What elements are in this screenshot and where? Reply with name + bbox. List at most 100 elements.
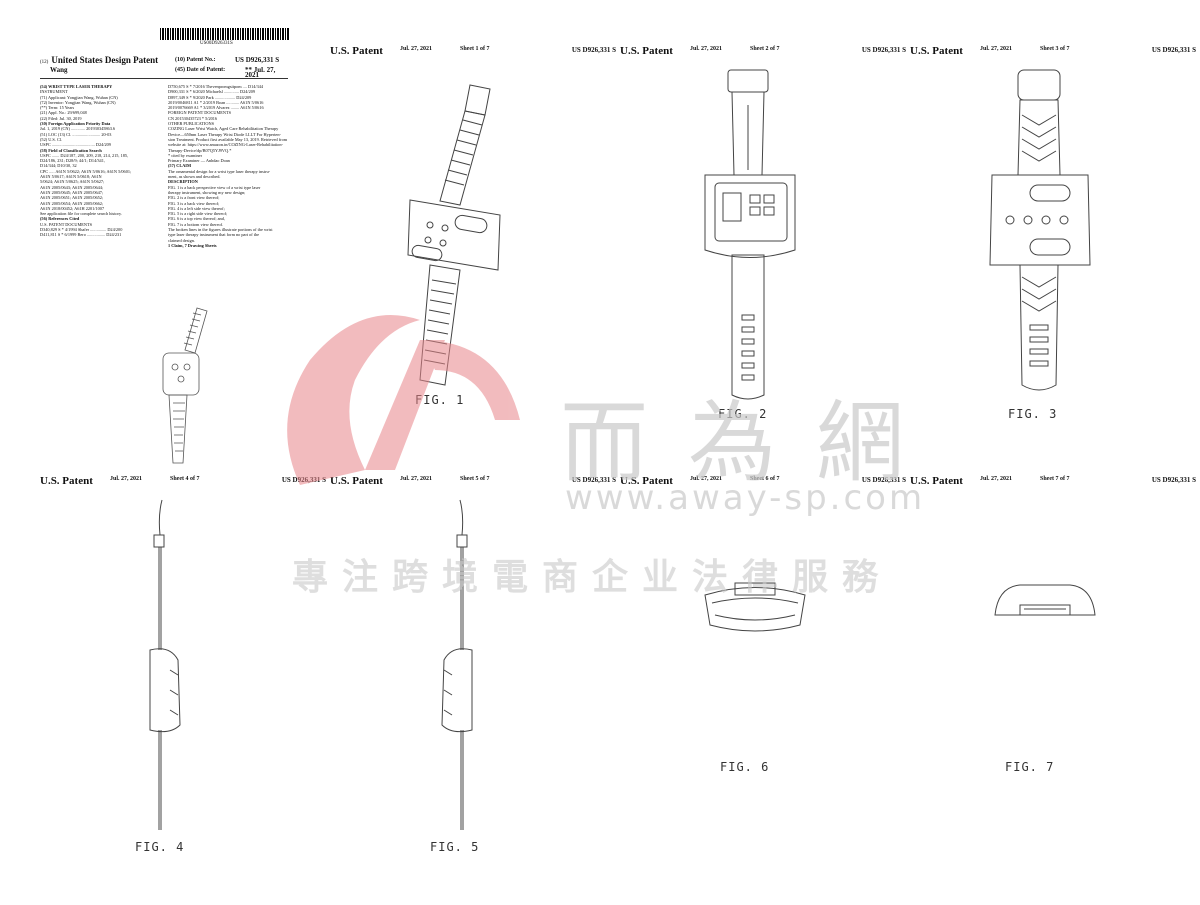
- header-patent-number: US D926,331 S: [1151, 46, 1196, 54]
- front-left-line: Jul. 1, 2019 (CN) ............. 20193034…: [40, 126, 116, 132]
- barcode-number: US00D926331S: [200, 41, 233, 46]
- sheet-6: U.S. Patent Jul. 27, 2021 Sheet 6 of 7 U…: [620, 475, 910, 905]
- sheet-2: U.S. Patent Jul. 27, 2021 Sheet 2 of 7 U…: [620, 45, 910, 475]
- header-date: Jul. 27, 2021: [400, 476, 433, 482]
- front-left-line: U.S. PATENT DOCUMENTS: [40, 221, 93, 227]
- front-left-line: A61N 2005/0651; A61N 2005/0652;: [40, 195, 104, 201]
- patent-label: U.S. Patent: [910, 45, 963, 57]
- sheet-4: U.S. Patent Jul. 27, 2021 Sheet 4 of 7 U…: [40, 475, 330, 905]
- header-date: Jul. 27, 2021: [690, 476, 723, 482]
- sheet-number: Sheet 3 of 7: [1040, 46, 1070, 52]
- front-right-line: 1 Claim, 7 Drawing Sheets: [168, 242, 217, 248]
- front-left-line: (58) Field of Classification Search: [40, 147, 102, 153]
- fig-label: FIG. 1: [415, 393, 465, 407]
- header-patent-number: US D926,331 S: [1151, 476, 1196, 484]
- front-left-line: INSTRUMENT: [40, 89, 68, 95]
- front-left-line: (56) References Cited: [40, 216, 80, 222]
- sheet-header: U.S. Patent Jul. 27, 2021 Sheet 3 of 7 U…: [910, 45, 1200, 61]
- front-right-line: The ornamental design for a wrist type l…: [168, 168, 271, 174]
- front-right-line: * cited by examiner: [168, 152, 203, 158]
- front-left-line: USPC ....... D24/187, 200, 209, 218, 214…: [40, 152, 129, 158]
- front-right-line: Therapy-Device/dp/B07Q5YJ9VQ.*: [168, 147, 232, 153]
- front-right-line: FIG. 1 is a back perspective view of a w…: [168, 184, 261, 190]
- header-date: Jul. 27, 2021: [980, 476, 1013, 482]
- front-right-line: COZING Laser Wrist Watch, Aged Care Reha…: [168, 126, 279, 132]
- front-right-line: ment, as shown and described.: [168, 174, 221, 180]
- front-right-line: FIG. 3 is a back view thereof;: [168, 200, 220, 206]
- sheet-1: U.S. Patent Jul. 27, 2021 Sheet 1 of 7 U…: [330, 45, 620, 475]
- fig-label: FIG. 4: [135, 840, 185, 854]
- front-right-line: website at: https://www.amazon.in/COZING…: [168, 142, 283, 148]
- front-page-drawing: [162, 307, 208, 464]
- front-right-column: D750,675 S * 7/2016 Thevenpromgsitpom ..…: [168, 84, 290, 248]
- fig4-left-side-drawing: [149, 499, 181, 830]
- sheet-header: U.S. Patent Jul. 27, 2021 Sheet 5 of 7 U…: [330, 475, 620, 491]
- front-page: US00D926331S (12)United States Design Pa…: [40, 28, 290, 464]
- front-right-line: Primary Examiner — Anhdao Doan: [168, 158, 230, 164]
- header-patent-number: US D926,331 S: [861, 46, 906, 54]
- patent-label: U.S. Patent: [620, 475, 673, 487]
- sheet-7: U.S. Patent Jul. 27, 2021 Sheet 7 of 7 U…: [910, 475, 1200, 905]
- front-right-line: 2019/0046811 A1 * 2/2019 Boan ..........…: [168, 99, 264, 105]
- title-line: United States Design Patent: [51, 55, 159, 65]
- header-patent-number: US D926,331 S: [571, 476, 616, 484]
- front-left-line: (22) Filed: Jul. 30, 2019: [40, 115, 82, 121]
- patent-no-label: (10) Patent No.:: [175, 57, 216, 63]
- front-right-line: FIG. 2 is a front view thereof;: [168, 195, 220, 201]
- patent-label: U.S. Patent: [330, 45, 383, 57]
- front-left-line: D411,811 S * 6/1999 Bero ...............…: [40, 232, 122, 238]
- document-title: (12)United States Design Patent: [40, 55, 159, 66]
- patent-label: U.S. Patent: [620, 45, 673, 57]
- fig6-top-drawing: [704, 582, 806, 632]
- sheet-number: Sheet 4 of 7: [170, 476, 200, 482]
- sheet-header: U.S. Patent Jul. 27, 2021 Sheet 7 of 7 U…: [910, 475, 1200, 491]
- sheet-number: Sheet 1 of 7: [460, 46, 490, 52]
- patent-label: U.S. Patent: [330, 475, 383, 487]
- front-right-line: FIG. 6 is a top view thereof; and,: [168, 216, 225, 222]
- front-right-line: claimed design.: [168, 237, 195, 243]
- front-right-line: DESCRIPTION: [168, 179, 198, 185]
- front-left-line: (51) LOC (13) Cl. ......................…: [40, 131, 112, 137]
- sheet-header: U.S. Patent Jul. 27, 2021 Sheet 4 of 7 U…: [40, 475, 330, 491]
- patent-label: U.S. Patent: [40, 475, 93, 487]
- front-left-line: 5/0624; A61N 5/0625; A61N 5/0627;: [40, 179, 105, 185]
- front-left-line: (21) Appl. No.: 29/699,048: [40, 110, 87, 116]
- front-right-line: type laser therapy instrument that form …: [168, 232, 260, 238]
- fig-label: FIG. 3: [1008, 407, 1058, 421]
- front-right-line: FIG. 4 is a left side view thereof;: [168, 205, 225, 211]
- front-left-line: D14/344; D10/30, 32: [40, 163, 77, 169]
- sheet-number: Sheet 7 of 7: [1040, 476, 1070, 482]
- fig-label: FIG. 7: [1005, 760, 1055, 774]
- front-left-line: A61N 2005/0654; A61N 2005/0662;: [40, 200, 104, 206]
- front-left-line: (72) Inventor: Yongjian Wang, Wuhan (CN): [40, 99, 116, 105]
- fig5-right-side-drawing: [441, 499, 473, 830]
- header-date: Jul. 27, 2021: [400, 46, 433, 52]
- front-left-line: See application file for complete search…: [40, 211, 122, 217]
- header-date: Jul. 27, 2021: [690, 46, 723, 52]
- front-right-line: FIG. 5 is a right side view thereof;: [168, 211, 228, 217]
- front-right-line: The broken lines in the figures illustra…: [168, 227, 273, 233]
- front-right-line: 2019/0076669 A1 * 3/2019 Alvarez .......…: [168, 105, 264, 111]
- sheet-header: U.S. Patent Jul. 27, 2021 Sheet 2 of 7 U…: [620, 45, 910, 61]
- front-right-line: Device—650nm Laser Therapy Wrist Diode L…: [168, 131, 281, 137]
- front-right-line: FOREIGN PATENT DOCUMENTS: [168, 110, 232, 116]
- fig-label: FIG. 6: [720, 760, 770, 774]
- front-right-line: (57) CLAIM: [168, 163, 192, 169]
- sheet-number: Sheet 2 of 7: [750, 46, 780, 52]
- front-left-line: D24/186, 231; D28/9; 44/1; D14/341,: [40, 158, 105, 164]
- front-left-line: A61N 2005/0643; A61N 2005/0644;: [40, 184, 104, 190]
- sheet-header: U.S. Patent Jul. 27, 2021 Sheet 6 of 7 U…: [620, 475, 910, 491]
- header-patent-number: US D926,331 S: [571, 46, 616, 54]
- header-date: Jul. 27, 2021: [980, 46, 1013, 52]
- front-left-line: A61N 5/0617; A61N 5/0618; A61N: [40, 174, 102, 180]
- patent-label: U.S. Patent: [910, 475, 963, 487]
- header-patent-number: US D926,331 S: [861, 476, 906, 484]
- sheet-number: Sheet 6 of 7: [750, 476, 780, 482]
- fig-label: FIG. 5: [430, 840, 480, 854]
- front-left-column: (54) WRIST TYPE LASER THERAPY INSTRUMENT…: [40, 84, 162, 238]
- date-label: (45) Date of Patent:: [175, 67, 226, 73]
- front-left-line: D340,829 S * 4/1994 Shafer .............…: [40, 227, 123, 233]
- front-right-line: CN 201530435723 * 5/2016: [168, 115, 218, 121]
- patent-no-value: US D926,331 S: [235, 56, 280, 64]
- sheet-number: Sheet 5 of 7: [460, 476, 490, 482]
